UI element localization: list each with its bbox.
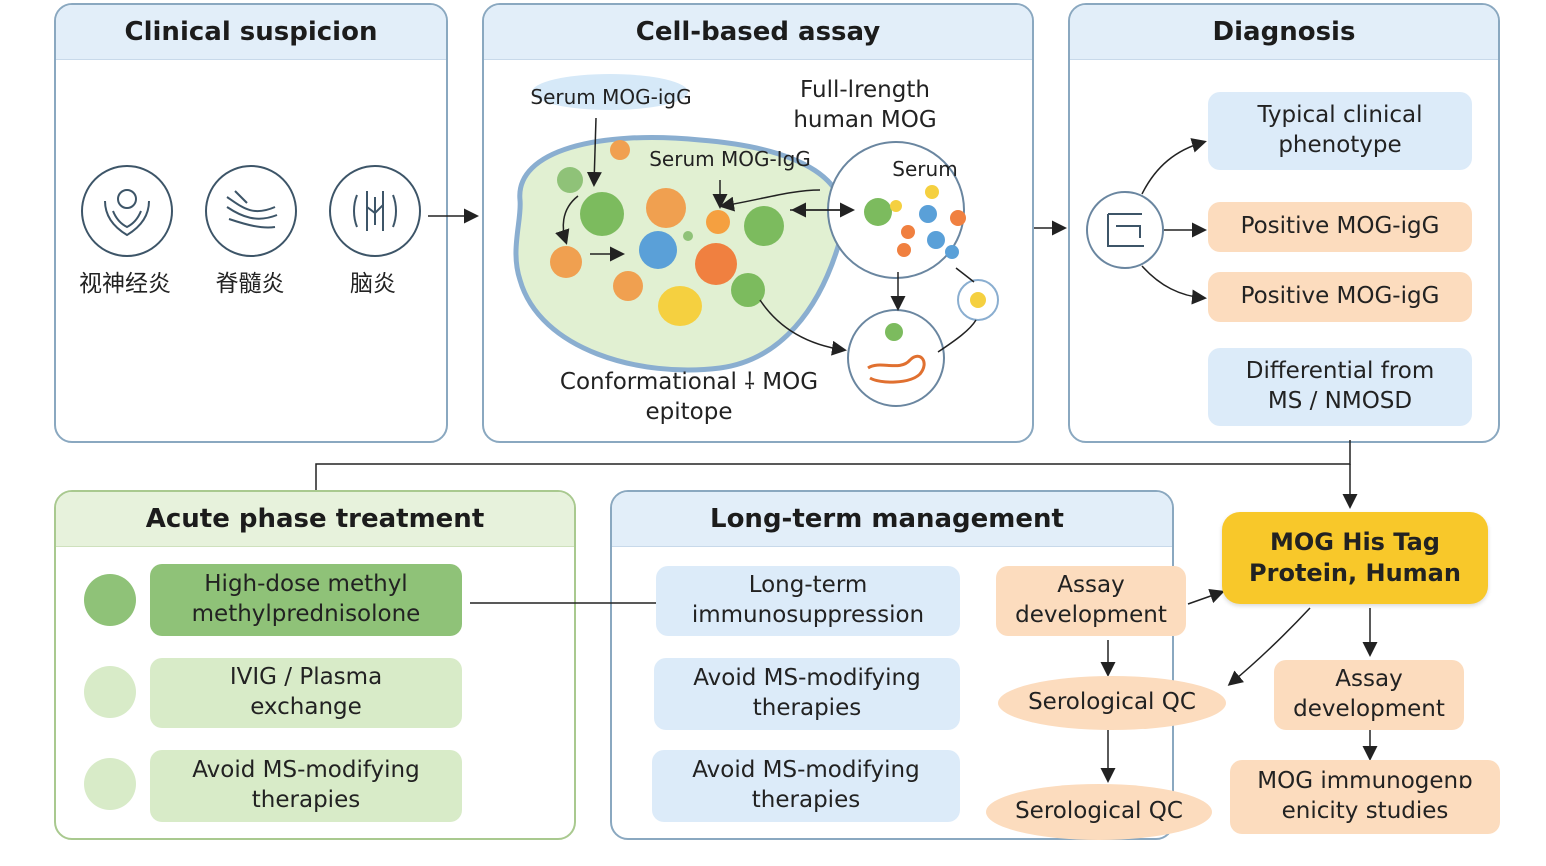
acute-marker-1 [84, 574, 136, 626]
eye-hands-icon [81, 165, 173, 257]
acute-avoid-ms: Avoid MS-modifying therapies [150, 750, 462, 822]
clinical-label-myelitis: 脊髓炎 [215, 271, 285, 297]
assay-serum-circle-label: Serum [892, 157, 958, 181]
product-immunogenicity: MOG immunogenɒ enicity studies [1230, 760, 1500, 834]
longterm-assay-development: Assay development [996, 566, 1186, 636]
longterm-avoid-ms-2: Avoid MS-modifying therapies [652, 750, 960, 822]
product-mog-his-tag: MOG His Tag Protein, Human [1222, 512, 1488, 604]
clinical-label-optic-neuritis: 视神经炎 [79, 271, 171, 297]
acute-marker-3 [84, 758, 136, 810]
acute-high-dose: High-dose methyl methylprednisolone [150, 564, 462, 636]
brain-icon [329, 165, 421, 257]
assay-serum-mid-label: Serum MOG-IgG [649, 147, 811, 171]
spine-icon [205, 165, 297, 257]
assay-panel-title: Cell-based assay [484, 5, 1032, 60]
diagnosis-differential: Differential from MS / NMOSD [1208, 348, 1472, 426]
acute-ivig: IVIG / Plasma exchange [150, 658, 462, 728]
diagnosis-positive-mog-2: Positive MOG-igG [1208, 272, 1472, 322]
longterm-avoid-ms-1: Avoid MS-modifying therapies [654, 658, 960, 730]
longterm-serological-qc-1: Serological QC [998, 676, 1226, 730]
diagnosis-positive-mog-1: Positive MOG-igG [1208, 202, 1472, 252]
longterm-panel-title: Long-term management [612, 492, 1172, 547]
acute-marker-2 [84, 666, 136, 718]
assay-full-length-label: Full-lrength human MOG [793, 77, 937, 133]
clinical-label-encephalitis: 脑炎 [350, 271, 396, 297]
longterm-serological-qc-2: Serological QC [986, 784, 1212, 840]
acute-panel-title: Acute phase treatment [56, 492, 574, 547]
product-assay-development: Assay development [1274, 660, 1464, 730]
longterm-immunosuppression: Long-term immunosuppression [656, 566, 960, 636]
assay-conformational-label: Conformational ⸸ MOG epitope [559, 369, 819, 425]
diagnosis-panel-title: Diagnosis [1070, 5, 1498, 60]
assay-serum-top-label: Serum MOG-igG [530, 85, 692, 109]
clinical-panel-title: Clinical suspicion [56, 5, 446, 60]
diagnosis-typical-phenotype: Typical clinical phenotype [1208, 92, 1472, 170]
